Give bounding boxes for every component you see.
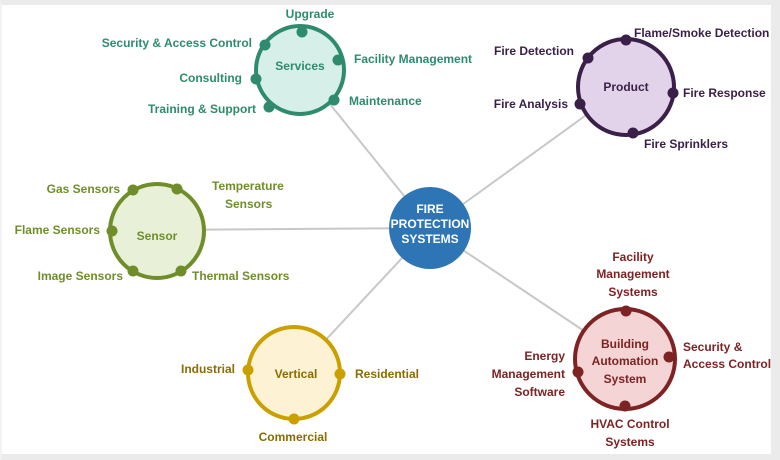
center-node: FIRE PROTECTION SYSTEMS bbox=[389, 187, 471, 269]
services-dot bbox=[259, 39, 271, 51]
vertical-item: Residential bbox=[355, 367, 419, 381]
sensor-item: Gas Sensors bbox=[47, 182, 121, 196]
building-item: Systems bbox=[608, 285, 658, 299]
services-item: Security & Access Control bbox=[102, 36, 252, 50]
building-dot bbox=[619, 400, 631, 412]
services-item: Facility Management bbox=[354, 52, 472, 66]
vertical-item: Industrial bbox=[181, 362, 235, 376]
vertical-title: Vertical bbox=[275, 367, 318, 381]
sensor-dot bbox=[127, 265, 139, 277]
sensor-title: Sensor bbox=[137, 229, 178, 243]
sensor-item: Flame Sensors bbox=[15, 223, 101, 237]
building-item: Systems bbox=[605, 435, 655, 449]
center-label-1: FIRE bbox=[416, 202, 443, 216]
center-circle bbox=[389, 187, 471, 269]
vertical-dot bbox=[242, 364, 254, 376]
building-dot bbox=[620, 305, 632, 317]
services-dot bbox=[250, 73, 262, 85]
product-dot bbox=[582, 52, 594, 64]
services-dot bbox=[263, 101, 275, 113]
sensor-dot bbox=[106, 225, 118, 237]
vertical-dot bbox=[334, 368, 346, 380]
sensor-node: Sensor Gas Sensors Temperature Sensors F… bbox=[15, 179, 290, 283]
services-item: Consulting bbox=[179, 71, 242, 85]
product-item: Fire Response bbox=[683, 86, 766, 100]
building-item: Management bbox=[596, 267, 669, 281]
building-item: Energy bbox=[524, 349, 565, 363]
services-title: Services bbox=[275, 59, 325, 73]
vertical-node: Vertical Industrial Residential Commerci… bbox=[181, 325, 419, 444]
sensor-dot bbox=[175, 265, 187, 277]
product-dot bbox=[574, 98, 586, 110]
sensor-item: Image Sensors bbox=[38, 269, 124, 283]
building-dot bbox=[572, 366, 584, 378]
sensor-item: Temperature bbox=[212, 179, 284, 193]
sensor-dot bbox=[171, 183, 183, 195]
center-label-2: PROTECTION bbox=[391, 217, 470, 231]
building-item: Management bbox=[492, 367, 565, 381]
services-dot bbox=[332, 54, 344, 66]
sensor-dot bbox=[127, 184, 139, 196]
product-dot bbox=[620, 34, 632, 46]
building-item: Facility bbox=[612, 250, 654, 264]
sensor-item: Thermal Sensors bbox=[192, 269, 290, 283]
building-item: Security & bbox=[683, 340, 743, 354]
sensor-item: Sensors bbox=[225, 197, 273, 211]
product-item: Fire Analysis bbox=[494, 97, 569, 111]
services-circle bbox=[254, 24, 346, 116]
building-item: Software bbox=[514, 385, 565, 399]
building-node: Building Automation System Facility Mana… bbox=[492, 250, 771, 449]
services-item: Upgrade bbox=[286, 7, 335, 21]
services-dot bbox=[328, 94, 340, 106]
building-dot bbox=[663, 351, 675, 363]
building-title: Automation bbox=[592, 354, 659, 368]
services-item: Maintenance bbox=[349, 94, 422, 108]
product-title: Product bbox=[603, 80, 648, 94]
vertical-item: Commercial bbox=[259, 430, 328, 444]
building-item: Access Control bbox=[683, 357, 771, 371]
product-item: Flame/Smoke Detection bbox=[634, 26, 769, 40]
building-title: System bbox=[604, 372, 647, 386]
vertical-dot bbox=[288, 413, 300, 425]
services-item: Training & Support bbox=[148, 102, 256, 116]
product-dot bbox=[627, 127, 639, 139]
product-dot bbox=[667, 87, 679, 99]
services-node: Services Upgrade Security & Access Contr… bbox=[102, 7, 472, 116]
product-item: Fire Detection bbox=[494, 44, 574, 58]
center-label-3: SYSTEMS bbox=[401, 232, 458, 246]
services-dot bbox=[296, 26, 308, 38]
building-title: Building bbox=[601, 337, 649, 351]
product-item: Fire Sprinklers bbox=[644, 137, 728, 151]
building-item: HVAC Control bbox=[590, 417, 669, 431]
product-node: Product Flame/Smoke Detection Fire Detec… bbox=[494, 26, 770, 151]
